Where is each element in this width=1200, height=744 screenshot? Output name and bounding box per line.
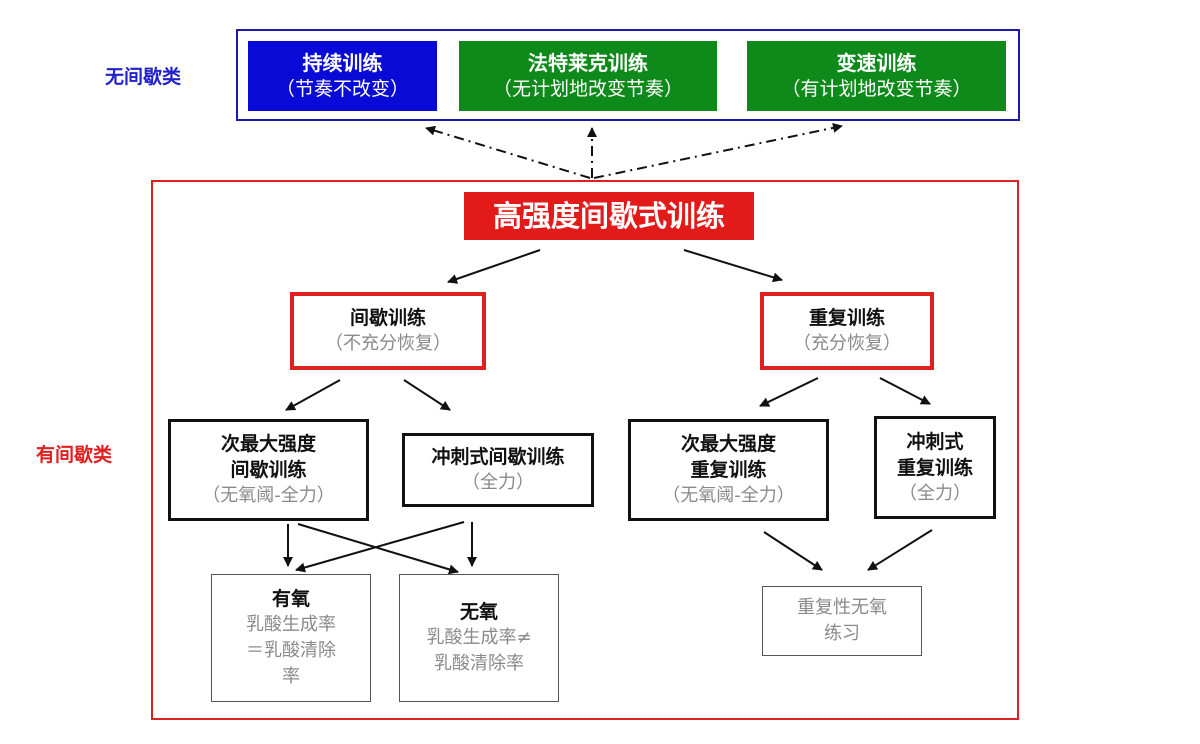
submax-repetition-sub: （无氧阈-全力）	[662, 485, 795, 506]
submax-interval-node: 次最大强度 间歇训练 （无氧阈-全力）	[168, 419, 369, 521]
repeated-anaerobic-node: 重复性无氧 练习	[762, 586, 922, 656]
fartlek-training-title: 法特莱克训练	[528, 51, 648, 75]
no-interval-frame	[236, 29, 1020, 121]
arrow-interval-to-submax	[285, 379, 341, 411]
sprint-interval-title: 冲刺式间歇训练	[431, 446, 565, 468]
repetition-training-sub: （充分恢复）	[793, 333, 901, 354]
submax-repetition-title2: 重复训练	[690, 459, 767, 481]
repeated-anaerobic-line-2: 练习	[824, 623, 860, 644]
interval-training-sub: （不充分恢复）	[325, 333, 451, 354]
repetition-training-node: 重复训练 （充分恢复）	[760, 292, 934, 370]
interval-training-node: 间歇训练 （不充分恢复）	[290, 292, 486, 370]
aerobic-line-2: ＝乳酸清除	[246, 640, 336, 661]
submax-interval-sub: （无氧阈-全力）	[202, 485, 335, 506]
fartlek-training-box: 法特莱克训练 （无计划地改变节奏）	[459, 41, 717, 111]
arrow-submax-to-anaerobic	[297, 523, 459, 575]
repeated-anaerobic-line-1: 重复性无氧	[797, 597, 887, 618]
arrow-repetition-to-submax	[759, 377, 819, 407]
submax-interval-title1: 次最大强度	[220, 433, 316, 455]
repetition-training-title: 重复训练	[808, 307, 885, 329]
variable-pace-training-box: 变速训练 （有计划地改变节奏）	[747, 41, 1006, 111]
anaerobic-outcome-node: 无氧 乳酸生成率≠ 乳酸清除率	[399, 574, 559, 702]
continuous-training-title: 持续训练	[302, 51, 383, 75]
dashdot-arrow-right	[593, 122, 843, 179]
dashdot-arrow-left	[425, 125, 591, 179]
interval-training-title: 间歇训练	[349, 307, 426, 329]
anaerobic-title: 无氧	[459, 601, 498, 623]
no-interval-label: 无间歇类	[105, 66, 182, 88]
arrow-interval-to-sprint	[403, 379, 451, 411]
submax-repetition-title1: 次最大强度	[680, 433, 776, 455]
sprint-repetition-title1: 冲刺式	[906, 430, 964, 453]
with-interval-label: 有间歇类	[36, 444, 113, 466]
arrow-main-to-interval	[447, 249, 541, 284]
hiit-title: 高强度间歇式训练	[464, 192, 754, 240]
arrow-repetition-to-sprint	[879, 377, 931, 405]
sprint-repetition-sub: （全力）	[899, 482, 971, 504]
aerobic-line-1: 乳酸生成率	[246, 614, 336, 635]
continuous-training-box: 持续训练 （节奏不改变）	[248, 41, 437, 111]
arrow-main-to-repetition	[683, 249, 783, 283]
aerobic-title: 有氧	[271, 588, 310, 610]
submax-interval-title2: 间歇训练	[230, 459, 307, 481]
aerobic-line-3: 率	[282, 666, 300, 687]
arrow-sprint-to-aerobic	[295, 521, 465, 573]
variable-pace-training-sub: （有计划地改变节奏）	[781, 78, 972, 100]
anaerobic-line-2: 乳酸清除率	[434, 653, 524, 674]
anaerobic-line-1: 乳酸生成率≠	[426, 627, 532, 648]
sprint-interval-sub: （全力）	[462, 472, 534, 493]
submax-repetition-node: 次最大强度 重复训练 （无氧阈-全力）	[628, 419, 829, 521]
sprint-interval-node: 冲刺式间歇训练 （全力）	[402, 433, 594, 507]
aerobic-outcome-node: 有氧 乳酸生成率 ＝乳酸清除 率	[211, 574, 371, 702]
sprint-repetition-title2: 重复训练	[896, 456, 973, 479]
variable-pace-training-title: 变速训练	[836, 51, 917, 75]
with-interval-frame	[151, 180, 1019, 720]
sprint-repetition-node: 冲刺式 重复训练 （全力）	[874, 416, 996, 519]
arrow-submax-rep-to-repeated	[763, 531, 823, 571]
arrow-sprint-rep-to-repeated	[867, 529, 933, 571]
fartlek-training-sub: （无计划地改变节奏）	[492, 78, 683, 100]
continuous-training-sub: （节奏不改变）	[275, 78, 409, 100]
